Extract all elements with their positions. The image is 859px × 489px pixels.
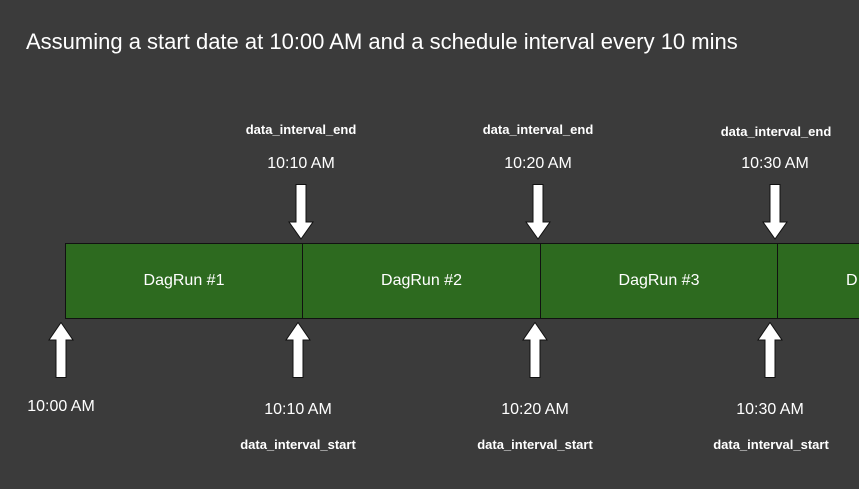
diagram-title: Assuming a start date at 10:00 AM and a … [26, 29, 738, 54]
top-marker-1-time: 10:10 AM [267, 155, 335, 172]
dagrun-segment-1: DagRun #1 [66, 244, 303, 318]
bottom-marker-1-time: 10:10 AM [264, 401, 332, 418]
dagrun-timeline: DagRun #1 DagRun #2 DagRun #3 D [65, 243, 859, 319]
bottom-marker-1-label: data_interval_start [240, 437, 356, 452]
bottom-marker-3-time: 10:30 AM [736, 401, 804, 418]
down-arrow-icon [288, 184, 314, 240]
bottom-marker-2-time: 10:20 AM [501, 401, 569, 418]
dagrun-segment-4: D [778, 244, 859, 318]
top-marker-2-time: 10:20 AM [504, 155, 572, 172]
bottom-marker-2-label: data_interval_start [477, 437, 593, 452]
dagrun-segment-2: DagRun #2 [303, 244, 541, 318]
up-arrow-icon [48, 322, 74, 378]
up-arrow-icon [757, 322, 783, 378]
top-marker-3-label: data_interval_end [720, 124, 832, 139]
down-arrow-icon [525, 184, 551, 240]
top-marker-3-time: 10:30 AM [741, 155, 809, 172]
bottom-marker-3-label: data_interval_start [713, 437, 829, 452]
down-arrow-icon [762, 184, 788, 240]
up-arrow-icon [285, 322, 311, 378]
top-marker-2-label: data_interval_end [482, 122, 594, 137]
top-marker-1-label: data_interval_end [245, 122, 357, 137]
start-marker-time: 10:00 AM [27, 398, 95, 415]
dagrun-segment-3: DagRun #3 [541, 244, 778, 318]
up-arrow-icon [522, 322, 548, 378]
